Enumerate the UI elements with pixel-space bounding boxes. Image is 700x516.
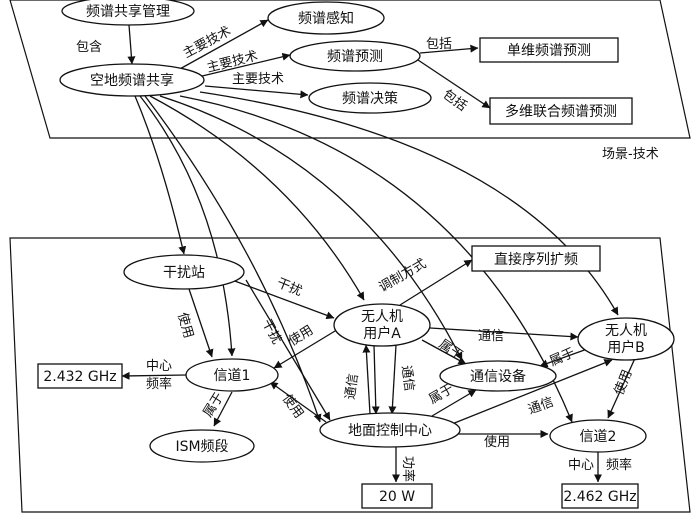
node-uav-b[interactable] [577, 317, 675, 361]
node-freq-2432-label: 2.432 GHz [43, 369, 116, 385]
edge-jammer-to-channel1 [187, 285, 214, 358]
node-ground-control-label: 地面控制中心 [348, 423, 432, 439]
nodes: 频谱共享管理 空地频谱共享 频谱感知 频谱预测 频谱决策 单维频谱预测 多维联合… [37, 0, 675, 509]
node-space-ground-sharing-label: 空地频谱共享 [90, 72, 174, 89]
bottom-plane [9, 237, 691, 513]
node-spectrum-sharing-mgmt-label: 频谱共享管理 [86, 3, 170, 20]
edge-sharing-to-decision [204, 85, 309, 99]
node-spectrum-decision[interactable] [308, 82, 432, 114]
node-jammer-station-label: 干扰站 [163, 265, 205, 281]
edge-uava-to-channel1 [273, 327, 341, 369]
label-center-freq-1b: 频率 [146, 376, 172, 392]
top-plane-caption: 场景-技术 [602, 147, 659, 162]
edge-channel1-to-ism [213, 391, 233, 427]
label-center-freq-2b: 频率 [606, 457, 632, 473]
edge-sharing-to-jammer [134, 95, 187, 255]
label-main-tech-3: 主要技术 [232, 72, 284, 87]
edge-ground-to-commdev [431, 389, 477, 417]
edge-prediction-to-multi [417, 59, 491, 109]
edge-uava-to-uavb [429, 327, 579, 341]
edge-prediction-to-single [419, 44, 479, 54]
edge-sharing-to-commdev [159, 95, 463, 361]
edge-ground-to-channel1 [269, 381, 327, 423]
label-power: 功率 [400, 456, 416, 482]
node-channel1[interactable] [185, 358, 279, 392]
top-plane [9, 0, 691, 139]
node-channel1-label: 信道1 [214, 368, 251, 384]
node-ground-control[interactable] [319, 412, 461, 448]
edge-uava-to-ground-1 [371, 344, 380, 415]
edge-mgmt-to-sharing [127, 24, 136, 65]
edge-uava-to-commdev [421, 339, 467, 365]
node-uav-a-label-2: 用户A [363, 325, 401, 342]
node-channel2-label: 信道2 [580, 429, 617, 445]
node-spectrum-sensing[interactable] [267, 1, 385, 35]
edge-sharing-to-uava [149, 95, 365, 301]
node-spectrum-decision-label: 频谱决策 [342, 90, 398, 107]
label-use-3: 使用 [611, 367, 636, 397]
edge-sharing-to-uavb [199, 91, 619, 316]
node-comm-equipment[interactable] [439, 360, 557, 392]
node-spectrum-sensing-label: 频谱感知 [298, 10, 354, 27]
node-freq-2462[interactable] [561, 483, 639, 509]
node-power-20w-label: 20 W [379, 489, 415, 505]
label-center-freq-2a: 中心 [568, 458, 594, 473]
edge-sharing-to-sensing [177, 19, 269, 71]
edge-sharing-to-channel2 [179, 95, 573, 423]
label-use-1: 使用 [174, 311, 197, 340]
label-contains: 包含 [76, 39, 102, 55]
edge-ground-to-uavb [451, 359, 613, 425]
label-comm-1: 通信 [478, 329, 504, 344]
edge-jammer-to-ground [245, 279, 331, 421]
node-uav-a[interactable] [333, 303, 431, 347]
node-ism-band[interactable] [149, 429, 255, 463]
edge-uava-to-dsss [399, 259, 473, 306]
node-freq-2462-label: 2.462 GHz [563, 489, 636, 505]
edges-top [127, 19, 491, 109]
label-comm-2: 通信 [343, 373, 361, 401]
edge-uava-to-ground-2 [388, 344, 397, 415]
label-belong-3: 属于 [548, 345, 578, 369]
node-dsss[interactable] [471, 245, 601, 272]
node-spectrum-sharing-mgmt[interactable] [61, 0, 195, 26]
edge-ground-to-uava [362, 344, 371, 415]
node-channel2[interactable] [549, 419, 647, 453]
edge-channel1-to-2432 [121, 371, 187, 380]
node-space-ground-sharing[interactable] [59, 63, 205, 97]
label-modulation: 调制方式 [376, 256, 429, 296]
node-jammer-station[interactable] [123, 254, 245, 290]
node-spectrum-prediction-label: 频谱预测 [327, 49, 383, 65]
node-freq-2432[interactable] [37, 363, 123, 389]
node-single-dim-prediction[interactable] [479, 37, 619, 63]
edge-sharing-to-prediction [197, 52, 291, 78]
label-use-5: 使用 [484, 434, 510, 450]
node-comm-equipment-label: 通信设备 [470, 368, 526, 385]
node-uav-a-label-1: 无人机 [361, 309, 403, 325]
node-uav-b-label-2: 用户B [607, 339, 645, 356]
edges-cross-plane [134, 91, 619, 423]
label-include-1: 包括 [426, 37, 452, 52]
node-multi-dim-prediction-label: 多维联合频谱预测 [505, 103, 617, 120]
node-dsss-label: 直接序列扩频 [494, 251, 578, 268]
edge-sharing-to-channel1 [139, 95, 236, 357]
label-belong-4: 属于 [201, 390, 228, 420]
edges-bottom [121, 259, 637, 483]
node-spectrum-prediction[interactable] [289, 40, 421, 72]
node-uav-b-label-1: 无人机 [605, 323, 647, 339]
node-ism-band-label: ISM频段 [175, 439, 228, 455]
edge-jammer-to-uava [231, 279, 335, 320]
label-comm-3: 通信 [398, 364, 416, 392]
node-multi-dim-prediction[interactable] [489, 97, 633, 125]
node-single-dim-prediction-label: 单维频谱预测 [507, 43, 591, 59]
node-power-20w[interactable] [361, 483, 433, 509]
edge-uavb-to-channel2 [607, 355, 637, 419]
label-interfere-1: 干扰 [275, 276, 305, 300]
edge-uavb-to-commdev [539, 347, 591, 368]
label-comm-4: 通信 [526, 395, 556, 418]
label-center-freq-1a: 中心 [146, 359, 172, 374]
